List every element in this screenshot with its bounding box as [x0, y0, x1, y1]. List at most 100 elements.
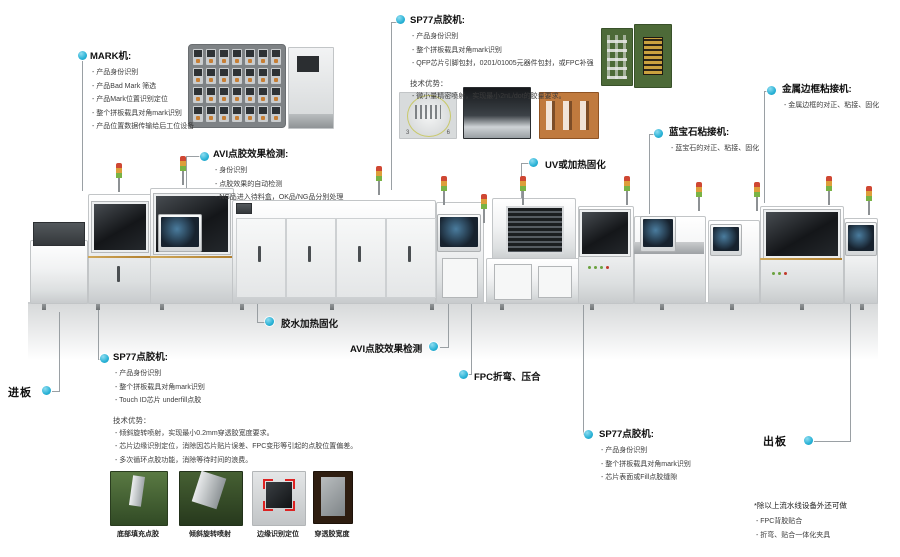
oven-door — [236, 218, 286, 298]
callout-avi-top: AVI点胶效果检测: 身份识别 点胶效果的自动检测 NG品进入待料盒，OK品/N… — [213, 146, 343, 205]
callout-dot — [767, 86, 776, 95]
callout-dot — [396, 15, 405, 24]
fpc-connector-photo — [634, 24, 672, 88]
machine-leg — [160, 302, 164, 310]
callout-title: SP77点胶机: — [599, 429, 654, 440]
connector-line — [82, 61, 83, 191]
callout-dot — [529, 158, 538, 167]
caption-penetration-width: 穿透胶宽度 — [314, 531, 350, 538]
tower-light-icon — [866, 186, 872, 215]
caption-underfill: 底部填充点胶 — [117, 531, 159, 538]
tech-advantage-title: 技术优势： — [113, 415, 151, 425]
button-row — [772, 262, 790, 280]
tower-light-icon — [696, 182, 702, 211]
connector-line — [814, 441, 851, 442]
control-panel — [538, 266, 572, 298]
callout-title: MARK机: — [90, 51, 132, 62]
machine-window — [764, 210, 840, 258]
pcb-photo — [601, 28, 633, 86]
tower-light-icon — [481, 194, 487, 223]
callout-board-in: 进板 — [8, 387, 32, 399]
penetration-width-photo — [313, 471, 353, 524]
tilt-rotate-jet-photo — [179, 471, 243, 526]
callout-uv-cure: UV或加热固化 — [545, 160, 606, 171]
monitor-icon — [158, 214, 202, 252]
door-handle — [358, 246, 361, 262]
oven-door — [386, 218, 436, 298]
control-panel — [494, 264, 532, 300]
connector-line — [471, 302, 472, 375]
corner-bracket — [285, 501, 295, 511]
tower-light-icon — [180, 156, 186, 185]
tower-light-icon — [624, 176, 630, 205]
caption-edge-recognition: 边缘识别定位 — [257, 531, 299, 538]
callout-bullets: 产品身份识别 整个拼板载具对角mark识别 QFP芯片引脚包封，0201/010… — [412, 30, 593, 71]
jig-plate-photo — [188, 44, 286, 128]
machine-trim — [150, 256, 232, 258]
connector-line — [59, 312, 60, 392]
callout-dot — [429, 342, 438, 351]
callout-bullets: 金属边框的对正、粘接、固化 — [784, 99, 879, 113]
machine-trim — [760, 258, 842, 260]
connector-line — [448, 302, 449, 348]
connector-line — [583, 305, 584, 435]
connector-line — [98, 306, 99, 360]
callout-bullets: 产品身份识别 整个拼板载具对角mark识别 芯片表面或Fill点胶缝隙 — [601, 444, 691, 485]
callout-dot — [78, 51, 87, 60]
tech-advantage-title: 技术优势： — [410, 78, 448, 88]
callout-dot — [200, 152, 209, 161]
connector-line — [186, 156, 202, 157]
underfill-dispense-photo — [110, 471, 168, 526]
machine-leg — [730, 302, 734, 310]
callout-sapphire-bonder: 蓝宝石粘接机: 蓝宝石的对正、粘接、固化 — [669, 124, 759, 156]
callout-dot — [42, 386, 51, 395]
tower-light-icon — [376, 166, 382, 195]
chip-image — [266, 482, 292, 508]
callout-title: AVI点胶效果检测: — [213, 149, 289, 160]
dispenser-machine-photo — [288, 47, 334, 129]
machine-leg — [800, 302, 804, 310]
loader-console — [33, 222, 85, 246]
button-row — [588, 256, 612, 274]
tech-advantage-bullets: 倾斜旋转喷射，实现最小0.2mm穿透胶宽度要求。 芯片边缘识别定位，消除因芯片贴… — [115, 427, 357, 468]
connector-line — [850, 302, 851, 442]
callout-bullets: 产品身份识别 整个拼板载具对角mark识别 Touch ID芯片 underfi… — [115, 367, 357, 408]
microscope-photo: 3 6 — [399, 92, 457, 139]
door-handle — [308, 246, 311, 262]
control-panel — [442, 258, 478, 298]
oven-door — [336, 218, 386, 298]
connector-line — [521, 163, 531, 164]
callout-avi-bottom: AVI点胶效果检测 — [350, 344, 423, 355]
footnote: *除以上流水线设备外还可做 FPC背胶贴合 折弯、贴合一体化夹具 — [754, 500, 847, 542]
monitor-icon — [845, 222, 877, 256]
callout-sp77-mid: SP77点胶机: 产品身份识别 整个拼板载具对角mark识别 芯片表面或Fill… — [599, 426, 691, 485]
callout-dot — [804, 436, 813, 445]
connector-line — [391, 22, 400, 23]
callout-bullets: 产品身份识别 产品Bad Mark 筛选 产品Mark位置识别定位 整个拼板载具… — [92, 66, 194, 134]
machine-window — [580, 210, 630, 256]
scale-mark: 6 — [446, 130, 450, 136]
tower-light-icon — [826, 176, 832, 205]
callout-fpc-bend: FPC折弯、压合 — [474, 372, 541, 383]
callout-dot — [265, 317, 274, 326]
footnote-bullets: FPC背胶贴合 折弯、贴合一体化夹具 — [756, 515, 847, 542]
caption-tilt-rotate: 倾斜旋转喷射 — [189, 531, 231, 538]
callout-bullets: 蓝宝石的对正、粘接、固化 — [671, 142, 759, 156]
callout-glue-cure: 胶水加热固化 — [281, 319, 339, 330]
connector-line — [186, 156, 187, 192]
machine-leg — [330, 302, 334, 310]
callout-title: 蓝宝石粘接机: — [669, 127, 730, 138]
machine-board-loader — [30, 240, 88, 304]
tower-light-icon — [520, 176, 526, 205]
machine-leg — [660, 302, 664, 310]
callout-dot — [100, 354, 109, 363]
machine-leg — [240, 302, 244, 310]
tech-advantage-bullets: 微小量精密喷射，实现最小2nL/dot的胶量要求。 — [412, 90, 594, 104]
door-handle — [408, 246, 411, 262]
callout-mark-machine: MARK机: 产品身份识别 产品Bad Mark 筛选 产品Mark位置识别定位… — [90, 48, 194, 134]
callout-dot — [584, 430, 593, 439]
callout-title: 金属边框粘接机: — [782, 84, 852, 95]
callout-sp77-left: SP77点胶机: 产品身份识别 整个拼板载具对角mark识别 Touch ID芯… — [113, 349, 357, 467]
machine-trim — [88, 256, 150, 258]
